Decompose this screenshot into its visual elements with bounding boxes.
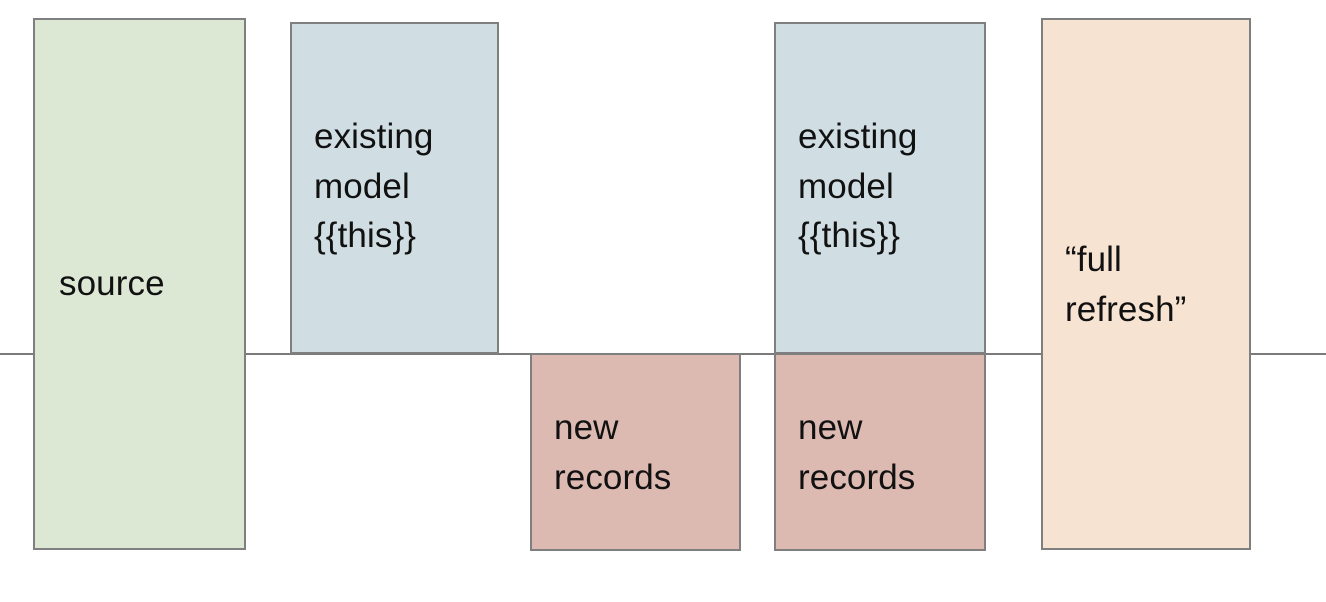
new-records-box-2-label: new records — [798, 408, 916, 497]
source-box-label: source — [59, 264, 165, 304]
new-records-box-2[interactable]: new records — [774, 353, 986, 551]
source-box[interactable]: source — [33, 18, 246, 550]
existing-model-box-2-label: existing model {{this}} — [798, 117, 918, 256]
new-records-box-1-label: new records — [554, 408, 672, 497]
full-refresh-box-label: “full refresh” — [1065, 240, 1187, 329]
new-records-box-1[interactable]: new records — [530, 353, 741, 551]
existing-model-box-2[interactable]: existing model {{this}} — [774, 22, 986, 354]
existing-model-box-1[interactable]: existing model {{this}} — [290, 22, 499, 354]
full-refresh-box[interactable]: “full refresh” — [1041, 18, 1251, 550]
existing-model-box-1-label: existing model {{this}} — [314, 117, 434, 256]
